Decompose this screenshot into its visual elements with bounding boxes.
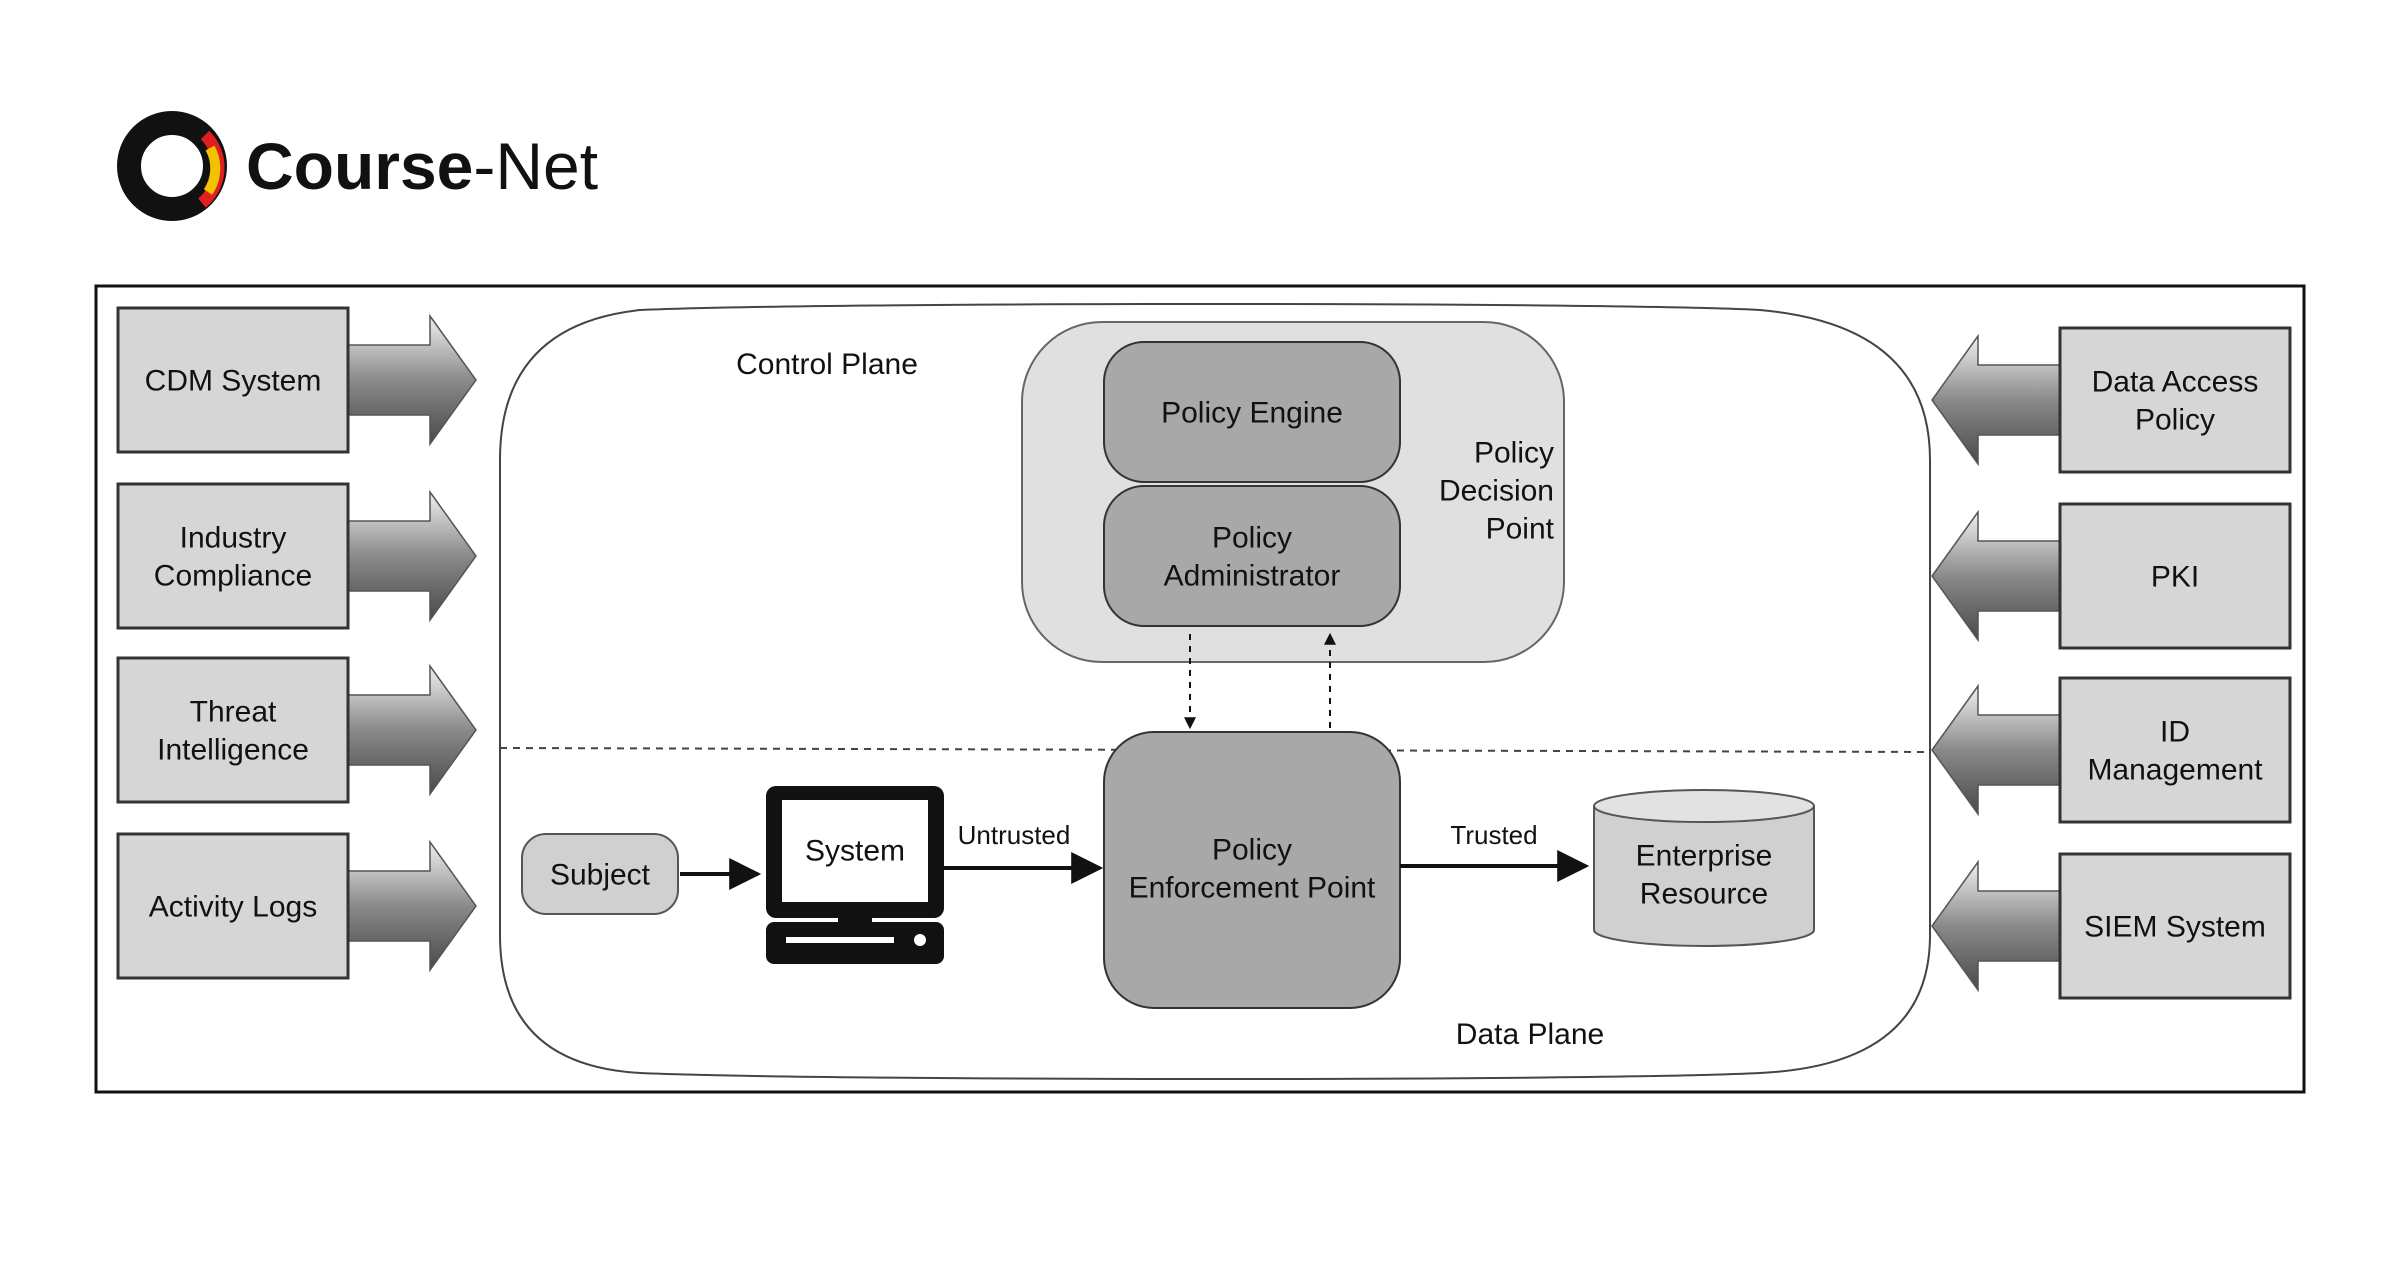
input-source-label-line: Data Access [2092, 366, 2259, 399]
policy-administrator-line: Administrator [1164, 560, 1341, 593]
input-arrow [1931, 683, 2061, 817]
system-label: System [805, 835, 905, 868]
right-input-3: SIEM System [1931, 852, 2292, 1000]
trusted-label: Trusted [1450, 820, 1537, 850]
subject-line: Subject [550, 859, 651, 892]
input-source-box [116, 482, 350, 630]
input-arrow [347, 839, 477, 973]
subject-box [521, 833, 679, 915]
input-source-label-line: ID [2160, 716, 2190, 749]
enterprise-resource-line: Resource [1640, 878, 1768, 911]
input-source-box [2058, 502, 2292, 650]
input-source-label-line: Policy [2135, 404, 2215, 437]
plane-boundary [499, 303, 1931, 1080]
input-source-label-line: Activity Logs [149, 891, 317, 924]
logo-ring-icon [117, 111, 227, 221]
input-source-box [116, 306, 350, 454]
input-arrow [347, 489, 477, 623]
policy-administrator-line: Policy [1212, 522, 1292, 555]
brand-rest: -Net [473, 129, 599, 203]
course-net-logo: Course-Net [112, 104, 598, 228]
subject-label: Subject [550, 859, 651, 892]
left-input-0: CDM System [116, 306, 477, 454]
left-input-3: Activity Logs [116, 832, 477, 980]
input-source-label-line: SIEM System [2084, 911, 2266, 944]
brand-name: Course-Net [246, 126, 598, 206]
policy-decision-point-line: Point [1486, 513, 1555, 546]
policy-engine-box [1103, 341, 1401, 483]
input-source-label-line: Threat [190, 696, 277, 729]
input-source-box [116, 656, 350, 804]
input-source-label-line: Intelligence [157, 734, 309, 767]
input-source-box [116, 832, 350, 980]
input-source-box [2058, 326, 2292, 474]
input-source-label-line: Management [2087, 754, 2263, 787]
data-plane-label: Data Plane [1456, 1018, 1604, 1051]
input-source-label-line: Compliance [154, 560, 312, 593]
policy-engine-label: Policy Engine [1161, 397, 1343, 430]
policy-engine-line: Policy Engine [1161, 397, 1343, 430]
right-input-1: PKI [1931, 502, 2292, 650]
policy-administrator-box [1103, 485, 1401, 627]
input-arrow [1931, 333, 2061, 467]
untrusted-label: Untrusted [958, 820, 1071, 850]
input-arrow [1931, 859, 2061, 993]
input-arrow [347, 313, 477, 447]
input-source-label-line: CDM System [145, 365, 322, 398]
control-plane-label: Control Plane [736, 348, 918, 381]
brand-bold: Course [246, 129, 474, 203]
pep-line: Policy [1212, 834, 1292, 867]
input-source-label-line: Industry [180, 522, 287, 555]
computer-icon [766, 786, 944, 964]
input-source-box [2058, 852, 2292, 1000]
system-line: System [805, 835, 905, 868]
input-arrow [347, 663, 477, 797]
right-input-2: ID Management [1931, 676, 2292, 824]
pep-line: Enforcement Point [1129, 872, 1376, 905]
enterprise-resource-cylinder [1593, 789, 1815, 947]
enterprise-resource-line: Enterprise [1636, 840, 1773, 873]
input-source-label-line: PKI [2151, 561, 2199, 594]
policy-enforcement-point-box [1103, 731, 1401, 1009]
policy-decision-point-line: Policy [1474, 437, 1554, 470]
policy-decision-point-line: Decision [1439, 475, 1554, 508]
input-arrow [1931, 509, 2061, 643]
input-source-box [2058, 676, 2292, 824]
left-input-sources: CDM SystemIndustryComplianceThreatIntell… [116, 306, 477, 980]
